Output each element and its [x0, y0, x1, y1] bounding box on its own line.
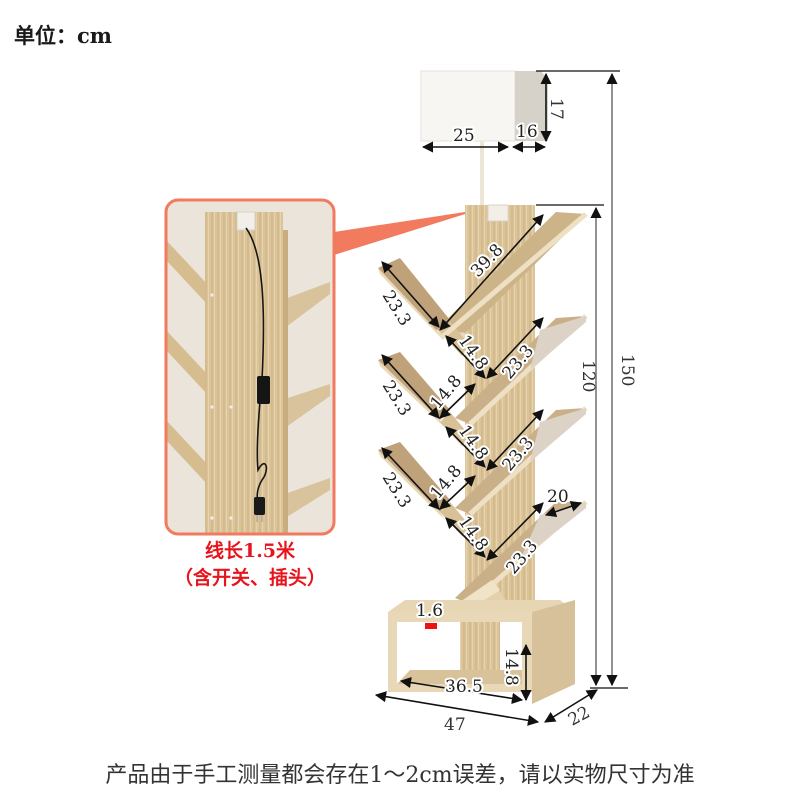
measurement-disclaimer: 产品由于手工测量都会存在1～2cm误差，请以实物尺寸为准: [105, 763, 695, 788]
cord-includes-caption: （含开关、插头）: [173, 567, 326, 589]
base-inner-width-label: 36.5: [445, 677, 483, 697]
body-height-label: 120: [578, 360, 598, 392]
base-width-label: 47: [444, 715, 466, 735]
base-inner-height-label: 14.8: [501, 648, 521, 686]
unit-label: 单位：cm: [14, 23, 113, 48]
total-height-label: 150: [617, 354, 637, 386]
lamp-width-label: 25: [453, 126, 475, 146]
cord-length-caption: 线长1.5米: [204, 540, 296, 562]
inset-border: [164, 198, 336, 536]
lamp-height-label: 17: [546, 98, 566, 120]
lamp-shade: [420, 70, 548, 214]
dimension-lines: [374, 70, 628, 726]
shelf-depth-label: 20: [547, 487, 569, 507]
board-thickness-label: 1.6: [416, 601, 443, 621]
thickness-marker: [425, 623, 437, 629]
callout-wedge: [334, 210, 478, 255]
inset-photo: [164, 198, 478, 536]
lamp-depth-label: 16: [516, 122, 538, 142]
